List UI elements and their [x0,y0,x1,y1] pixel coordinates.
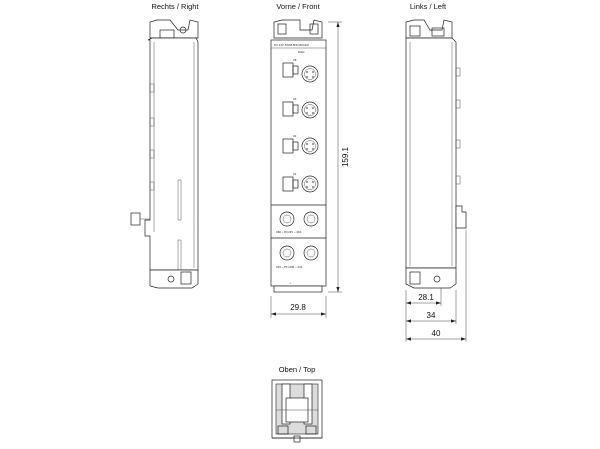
connector-pair-etcom: X10 ─ ET-COM ─ X11 [276,245,319,269]
view-title-front: Vorne / Front [276,2,320,11]
connector-row1-label: X60 ─ DC24V ─ X61 [276,230,302,234]
front-body [270,39,327,287]
view-title-right: Rechts / Right [151,2,199,11]
port-x3: X3 [282,97,319,119]
view-title-top: Oben / Top [279,365,316,374]
top-view [271,379,323,443]
port-label: X2 [293,134,297,138]
port-x8: X8 [282,58,319,83]
front-header: DC 24V 3WA8 8DI/4DO/2AI [274,43,309,47]
front-view: DC 24V 3WA8 8DI/4DO/2AI DIAG X8 X3 [270,19,350,318]
front-mid-mark: DIAG [298,50,305,54]
dim-left-28-1: 28.1 [418,293,434,302]
dim-left-40: 40 [432,329,441,338]
port-label: X2 [293,172,297,176]
svg-text:⊥: ⊥ [289,282,292,285]
connector-pair-dc24v: X60 ─ DC24V ─ X61 [276,211,319,234]
port-x2a: X2 [282,134,319,155]
dim-left-34: 34 [427,311,436,320]
connector-row2-label: X10 ─ ET-COM ─ X11 [276,265,303,269]
view-title-left: Links / Left [410,2,447,11]
dim-front-width: 29.8 [290,303,306,312]
dim-height: 159.1 [341,146,350,167]
port-label: X8 [293,58,297,62]
port-label: X3 [293,97,297,101]
left-view: 28.1 34 40 [405,19,467,342]
right-view [130,19,199,289]
port-x2b: X2 [282,172,319,193]
